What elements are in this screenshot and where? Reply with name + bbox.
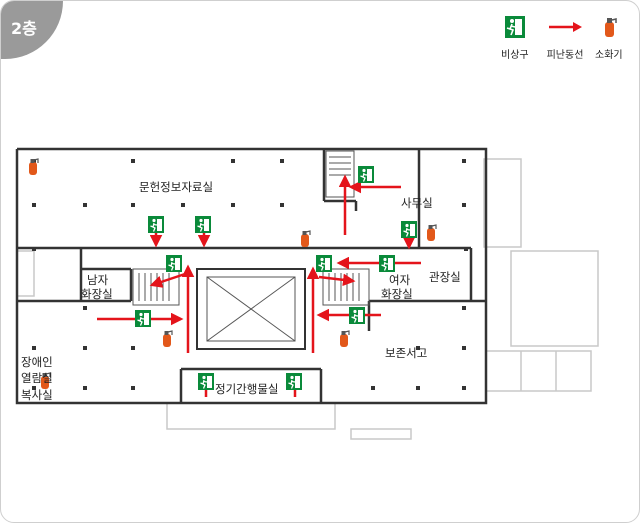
room-accessible-reading-2: 열람실 xyxy=(21,371,53,385)
emergency-exit-icon xyxy=(197,372,215,391)
room-preservation: 보존서고 xyxy=(385,346,427,360)
route-arrow xyxy=(318,273,356,287)
room-archive: 문헌정보자료실 xyxy=(139,180,213,194)
emergency-exit-icon xyxy=(400,220,418,239)
route-arrow xyxy=(149,271,189,288)
legend-exit-label: 비상구 xyxy=(501,50,529,61)
evacuation-arrow-icon xyxy=(549,22,582,32)
emergency-exit-icon xyxy=(147,215,165,234)
emergency-exit-icon xyxy=(315,254,333,273)
legend-route-label: 피난동선 xyxy=(546,50,584,61)
emergency-exit-icon xyxy=(165,254,183,273)
legend-route: 피난동선 xyxy=(545,15,585,61)
emergency-exit-icon xyxy=(357,165,375,184)
emergency-exit-icon xyxy=(285,372,303,391)
room-office: 사무실 xyxy=(401,196,433,210)
fire-extinguisher-icon xyxy=(604,18,617,37)
room-women-restroom-2: 화장실 xyxy=(381,287,413,301)
fire-extinguisher-icon xyxy=(28,158,39,176)
exit-signs xyxy=(134,165,418,391)
legend-exit: 비상구 xyxy=(501,15,529,61)
stairs-and-atrium xyxy=(132,150,370,350)
emergency-exit-icon xyxy=(194,215,212,234)
room-director: 관장실 xyxy=(429,270,461,284)
room-copy: 복사실 xyxy=(21,388,53,402)
room-men-restroom-2: 화장실 xyxy=(81,287,113,301)
room-women-restroom-1: 여자 xyxy=(389,273,411,287)
emergency-exit-icon xyxy=(504,16,525,38)
legend-extinguisher: 소화기 xyxy=(595,15,623,61)
emergency-exit-icon xyxy=(378,254,396,273)
legend-extinguisher-label: 소화기 xyxy=(595,50,623,61)
room-accessible-reading-1: 장애인 xyxy=(21,355,53,369)
room-periodicals: 정기간행물실 xyxy=(215,382,278,396)
floor-label: 2층 xyxy=(11,19,37,38)
room-men-restroom-1: 남자 xyxy=(87,273,109,287)
fire-extinguisher-icon xyxy=(339,330,350,348)
emergency-exit-icon xyxy=(348,306,366,325)
floor-badge: 2층 xyxy=(1,1,63,59)
emergency-exit-icon xyxy=(134,309,152,328)
fire-extinguisher-icon xyxy=(426,224,437,242)
fire-extinguisher-icon xyxy=(162,330,173,348)
evacuation-routes xyxy=(97,174,421,397)
fire-extinguisher-icon xyxy=(300,230,311,248)
